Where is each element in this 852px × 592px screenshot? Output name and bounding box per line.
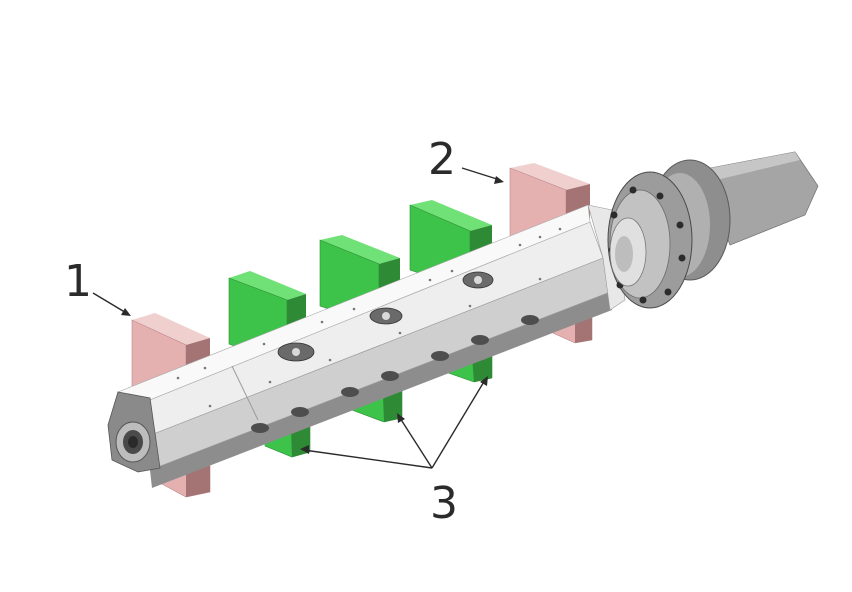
boring-bar-shaft: [107, 204, 612, 488]
callout-label-2: 2: [428, 134, 456, 185]
callout-label-1: 1: [64, 256, 92, 307]
leader-lines: [92, 167, 504, 469]
tool-holder: [587, 151, 819, 311]
callout-label-3: 3: [430, 478, 458, 529]
